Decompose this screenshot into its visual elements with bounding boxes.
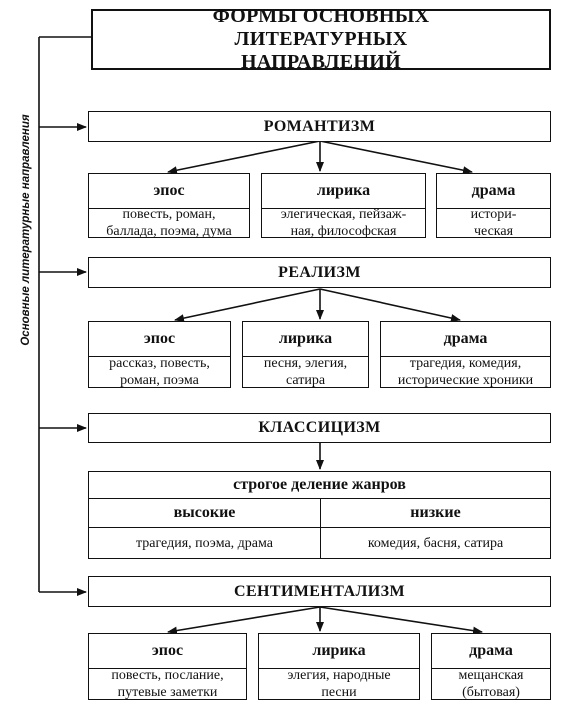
sentimentalism-epos: эпос повесть, послание, путевые заметки — [88, 633, 247, 700]
genre-examples: рассказ, повесть, роман, поэма — [109, 356, 210, 388]
low-genres: низкие комедия, басня, сатира — [321, 499, 550, 558]
genre-name: драма — [381, 322, 550, 357]
high-genres: высокие трагедия, поэма, драма — [89, 499, 321, 558]
romanticism-drama: драма истори-ческая — [436, 173, 551, 239]
low-genres-name: низкие — [321, 499, 550, 528]
arrow-real-epos — [174, 288, 321, 323]
genre-name: драма — [437, 174, 550, 209]
arrow-sent-drama — [319, 606, 483, 635]
arrow-real-drama — [319, 288, 461, 322]
classicism-heading: КЛАССИЦИЗМ — [88, 413, 551, 443]
classicism-genre-table: строгое деление жанров высокие трагедия,… — [88, 471, 551, 559]
genre-examples: элегическая, пейзаж-ная, философская — [280, 207, 407, 239]
side-label: Основные литературные направления — [20, 114, 32, 346]
romanticism-heading: РОМАНТИЗМ — [88, 111, 551, 142]
realism-epos: эпос рассказ, повесть, роман, поэма — [88, 321, 231, 388]
realism-lyric: лирика песня, элегия, сатира — [242, 321, 369, 388]
arrow-sent-epos — [167, 606, 321, 635]
high-genres-name: высокие — [89, 499, 320, 528]
genre-examples: истори-ческая — [470, 207, 517, 239]
realism-drama: драма трагедия, комедия, исторические хр… — [380, 321, 551, 388]
genre-name: лирика — [243, 322, 368, 357]
division-heading: строгое деление жанров — [89, 472, 550, 499]
sentimentalism-heading: СЕНТИМЕНТАЛИЗМ — [88, 576, 551, 607]
arrow-rom-epos — [167, 140, 321, 175]
realism-heading: РЕАЛИЗМ — [88, 257, 551, 288]
sentimentalism-drama: драма мещанская (бытовая) — [431, 633, 551, 700]
genre-name: эпос — [89, 634, 246, 669]
high-genres-examples: трагедия, поэма, драма — [136, 535, 273, 551]
arrow-rom-drama — [319, 140, 473, 175]
genre-name: лирика — [259, 634, 419, 669]
genre-name: лирика — [262, 174, 425, 209]
genre-examples: песня, элегия, сатира — [263, 356, 348, 388]
genre-examples: мещанская (бытовая) — [458, 668, 524, 700]
page-title: ФОРМЫ ОСНОВНЫХ ЛИТЕРАТУРНЫХ НАПРАВЛЕНИЙ — [91, 5, 551, 73]
genre-name: эпос — [89, 322, 230, 357]
low-genres-examples: комедия, басня, сатира — [367, 535, 504, 551]
romanticism-lyric: лирика элегическая, пейзаж-ная, философс… — [261, 173, 426, 239]
sentimentalism-lyric: лирика элегия, народные песни — [258, 633, 420, 700]
romanticism-epos: эпос повесть, роман, баллада, поэма, дум… — [88, 173, 250, 239]
genre-examples: элегия, народные песни — [287, 668, 391, 700]
genre-name: эпос — [89, 174, 249, 209]
genre-name: драма — [432, 634, 550, 669]
genre-examples: повесть, послание, путевые заметки — [111, 668, 224, 700]
genre-examples: трагедия, комедия, исторические хроники — [397, 356, 534, 388]
genre-examples: повесть, роман, баллада, поэма, дума — [106, 207, 232, 239]
